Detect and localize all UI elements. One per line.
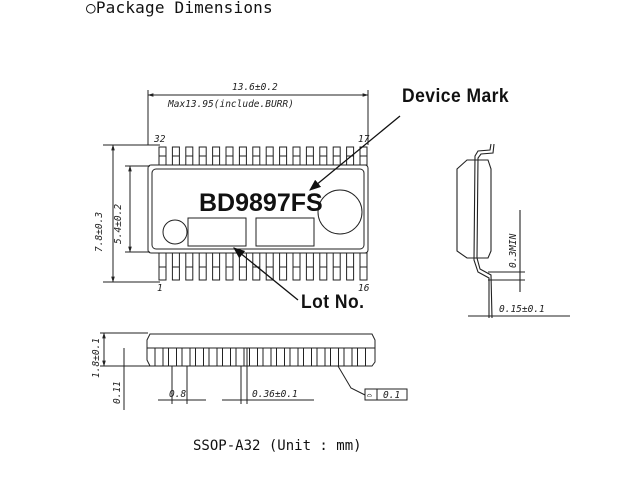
top-view — [103, 90, 369, 283]
coplanarity-value: 0.1 — [383, 390, 400, 401]
lot-no-callout: Lot No. — [301, 292, 365, 313]
length-max-dimension: Max13.95(include.BURR) — [167, 99, 294, 110]
height-dimension: 1.8±0.1 — [91, 338, 102, 378]
pin-17-label: 17 — [358, 134, 370, 145]
overall-width-dimension: 7.8±0.3 — [94, 212, 105, 252]
side-pins — [154, 347, 366, 367]
section-heading: ○Package Dimensions — [86, 0, 273, 17]
pitch-dimension: 0.8 — [169, 389, 186, 400]
pin-1-label: 1 — [157, 283, 163, 294]
standoff-dimension: 0.11 — [112, 381, 123, 404]
device-mark-callout: Device Mark — [402, 86, 510, 107]
pin-16-label: 16 — [358, 283, 370, 294]
pin-32-label: 32 — [153, 134, 166, 145]
lot-no-leader-line — [233, 247, 299, 301]
lead-width-dimension: 0.36±0.1 — [252, 389, 298, 400]
device-marking-text: BD9897FS — [199, 189, 323, 217]
standoff-min-dimension: 0.3MIN — [508, 233, 519, 268]
top-pins — [158, 146, 368, 166]
lead-thickness-dimension: 0.15±0.1 — [499, 304, 545, 315]
length-dimension: 13.6±0.2 — [232, 82, 278, 93]
bottom-pins — [158, 252, 368, 281]
body-width-dimension: 5.4±0.2 — [113, 204, 124, 244]
end-view — [456, 143, 570, 319]
package-caption: SSOP-A32 (Unit : mm) — [193, 438, 362, 454]
coplanarity-icon: ⌓ — [367, 391, 372, 400]
device-mark-leader-line — [309, 115, 401, 191]
